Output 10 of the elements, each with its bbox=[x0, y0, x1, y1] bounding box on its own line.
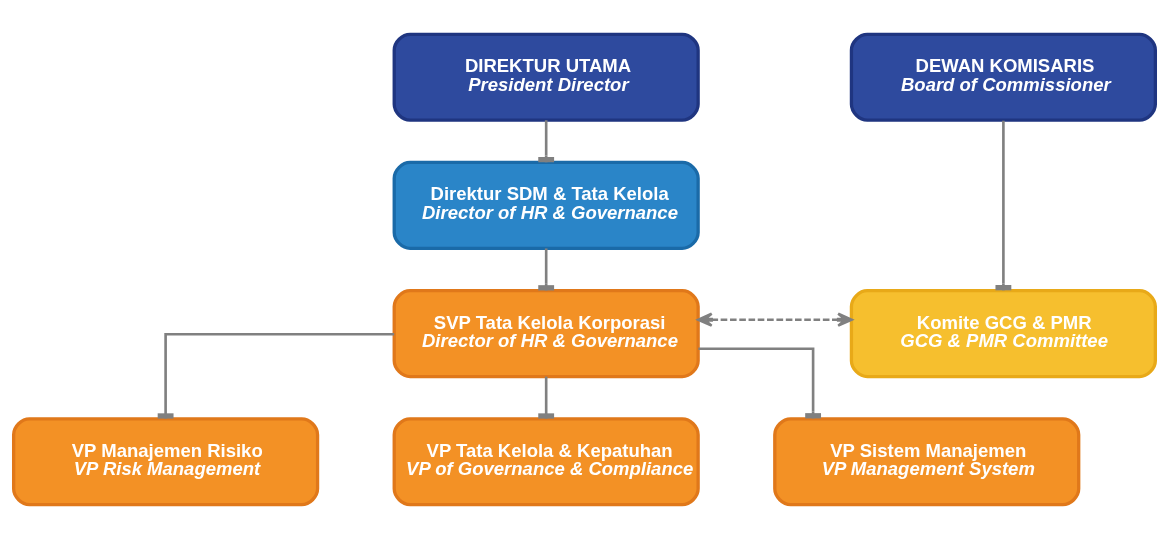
connector bbox=[157, 332, 395, 419]
node-box: DEWAN KOMISARIS Board of Commissioner bbox=[849, 32, 1157, 122]
node-box: VP Tata Kelola & Kepatuhan VP of Governance & Compliance bbox=[392, 416, 700, 506]
node-box: Direktur SDM & Tata Kelola Director of HR & Governance bbox=[392, 160, 700, 250]
node-box: DIREKTUR UTAMA President Director bbox=[392, 32, 700, 122]
node-box: VP Manajemen Risiko VP Risk Management bbox=[12, 416, 320, 506]
node-box: Komite GCG & PMR GCG & PMR Committee bbox=[849, 288, 1157, 378]
node-box: SVP Tata Kelola Korporasi Director of HR & Governance bbox=[392, 288, 700, 378]
arrow bbox=[697, 311, 853, 327]
node-box: VP Sistem Manajemen VP Management System bbox=[773, 416, 1081, 506]
